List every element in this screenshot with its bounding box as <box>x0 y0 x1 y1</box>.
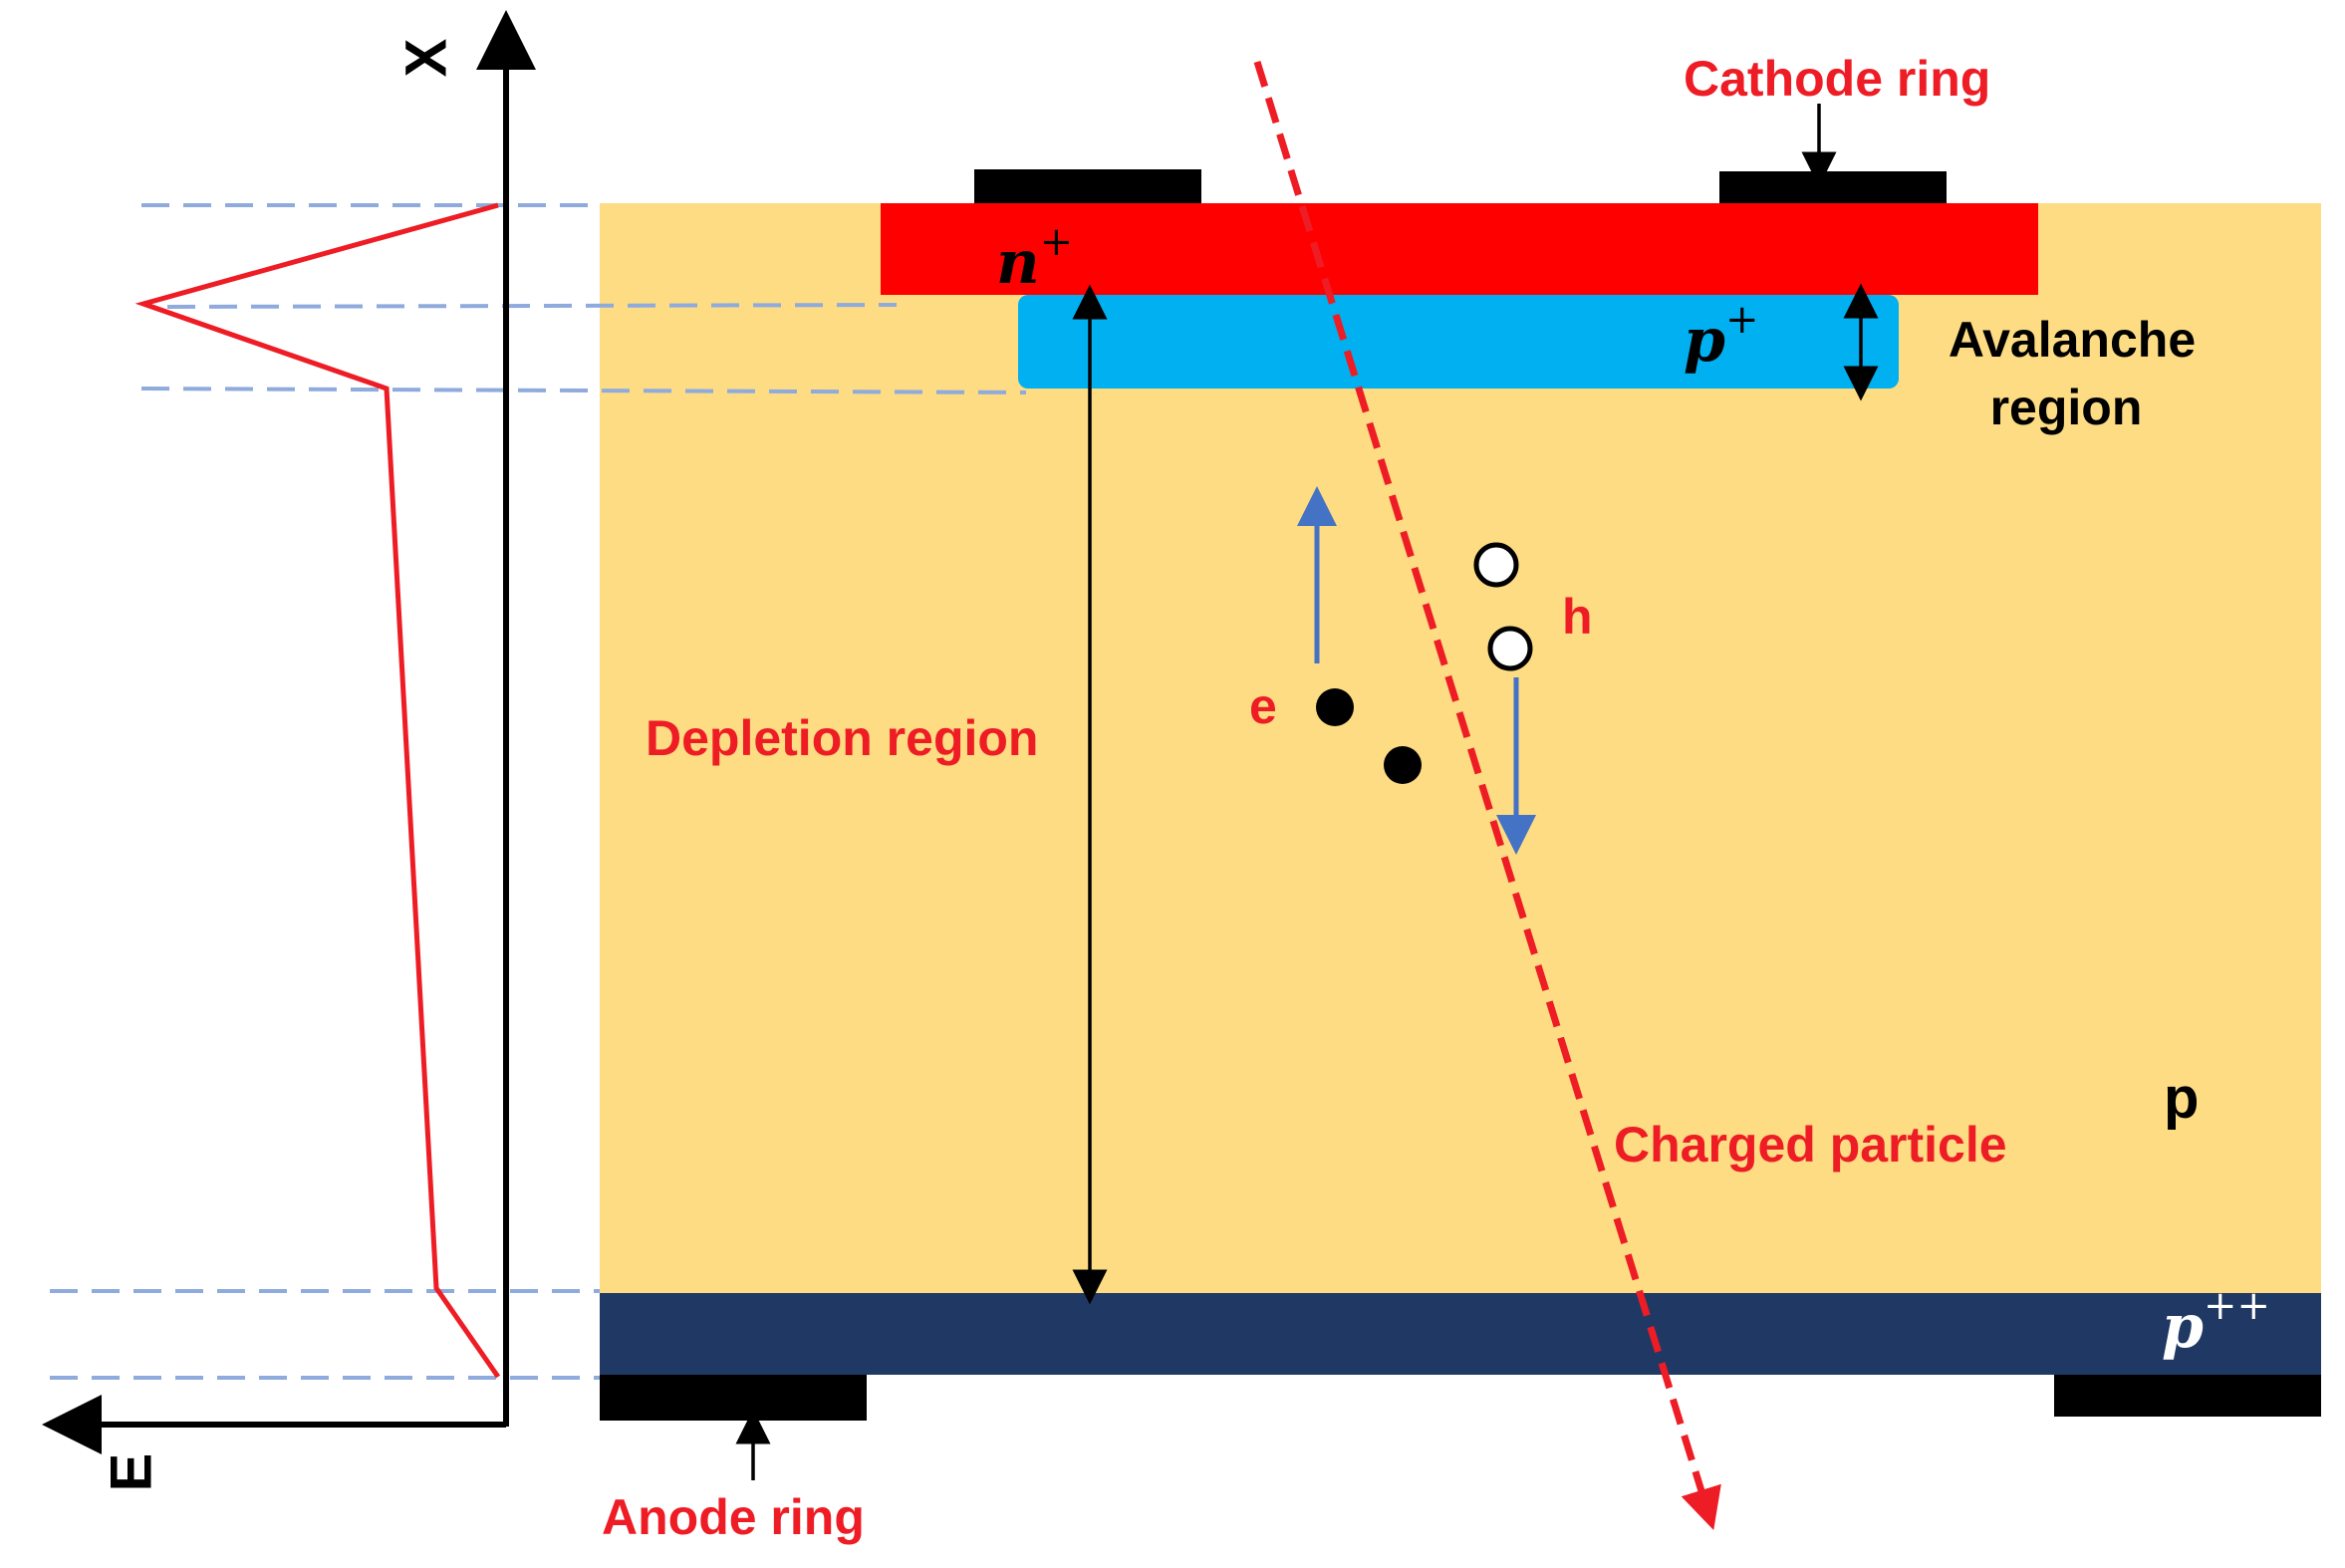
top-contact-left <box>974 169 1201 203</box>
depletion-region-label: Depletion region <box>646 710 1038 766</box>
electron-label: e <box>1249 678 1277 734</box>
p-plus-plus-label: p++ <box>2162 1283 2270 1362</box>
cathode-ring-label: Cathode ring <box>1684 51 1990 107</box>
e-axis-label: E <box>99 1453 163 1492</box>
electric-field-profile <box>134 202 501 1379</box>
guide-lines <box>50 203 1027 1380</box>
charged-particle-track <box>1253 60 1721 1531</box>
n-plus-layer <box>881 203 2038 295</box>
p-plus-plus-superscript: ++ <box>2204 1283 2270 1329</box>
p-plus-label: p+ <box>1684 297 1758 376</box>
n-plus-superscript: + <box>1040 219 1074 265</box>
bottom-contact-right <box>2054 1375 2321 1417</box>
p-plus-gain-layer <box>1018 295 1899 389</box>
p-plus-plus-layer <box>600 1293 2321 1375</box>
p-plus-plus-letter: p <box>2162 1292 2204 1362</box>
avalanche-region-label-line2: region <box>1990 380 2143 435</box>
anode-ring-label: Anode ring <box>602 1489 865 1545</box>
p-plus-superscript: + <box>1725 297 1759 343</box>
cathode-ring-contact <box>1719 171 1947 203</box>
electron-icon <box>1384 746 1422 784</box>
avalanche-region-label-line1: Avalanche <box>1949 312 2196 368</box>
electron-icon <box>1316 688 1354 726</box>
x-axis-label: X <box>393 38 458 77</box>
hole-icon <box>1487 626 1533 671</box>
hole-label: h <box>1562 589 1593 645</box>
p-plus-letter: p <box>1684 306 1725 376</box>
anode-ring-contact <box>600 1375 867 1421</box>
charged-particle-label: Charged particle <box>1614 1117 2007 1173</box>
hole-icon <box>1473 542 1519 588</box>
n-plus-label: n+ <box>996 219 1073 298</box>
bulk-p-label: p <box>2164 1066 2199 1131</box>
n-plus-letter: n <box>996 228 1040 298</box>
